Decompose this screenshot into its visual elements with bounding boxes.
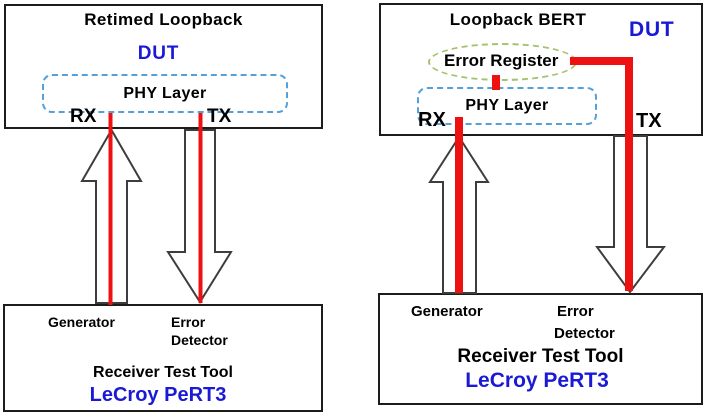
bert-title: Loopback BERT bbox=[449, 10, 587, 29]
bert-error-detector-label-line1: Error bbox=[557, 303, 594, 320]
retimed-rx-up-arrow bbox=[80, 128, 143, 304]
retimed-dut-box bbox=[4, 4, 323, 129]
retimed-error-detector-label-line2: Detector bbox=[171, 332, 228, 348]
retimed-rx-signal-line bbox=[108, 113, 113, 305]
retimed-title: Retimed Loopback bbox=[84, 10, 243, 29]
retimed-phy-layer-label: PHY Layer bbox=[123, 84, 207, 102]
bert-tx-down-arrow bbox=[595, 135, 667, 294]
bert-error-detector-label-line2: Detector bbox=[554, 325, 615, 342]
bert-rx-signal-line bbox=[455, 117, 463, 293]
retimed-tx-signal-line bbox=[198, 113, 203, 303]
bert-phy-layer-box: PHY Layer bbox=[417, 87, 597, 125]
retimed-dut-label: DUT bbox=[137, 43, 180, 64]
bert-dut-label: DUT bbox=[629, 18, 675, 41]
retimed-tx-down-arrow bbox=[166, 129, 233, 304]
retimed-brand-label: LeCroy PeRT3 bbox=[89, 384, 227, 406]
bert-tx-label: TX bbox=[636, 110, 662, 132]
retimed-tool-label: Receiver Test Tool bbox=[93, 364, 233, 381]
bert-tool-label: Receiver Test Tool bbox=[457, 346, 624, 367]
retimed-phy-layer-box: PHY Layer bbox=[42, 74, 288, 113]
bert-phy-layer-label: PHY Layer bbox=[465, 97, 549, 114]
retimed-rx-label: RX bbox=[70, 106, 97, 127]
retimed-error-detector-label-line1: Error bbox=[171, 314, 206, 330]
bert-brand-label: LeCroy PeRT3 bbox=[465, 369, 609, 392]
bert-rx-up-arrow bbox=[428, 135, 490, 294]
retimed-tester-box bbox=[3, 304, 323, 412]
error-register-label: Error Register bbox=[444, 51, 559, 70]
bert-generator-label: Generator bbox=[411, 303, 483, 320]
retimed-generator-label: Generator bbox=[48, 314, 115, 330]
bert-rx-label: RX bbox=[418, 109, 446, 131]
bert-tester-box bbox=[378, 293, 703, 405]
retimed-tx-label: TX bbox=[207, 106, 232, 127]
